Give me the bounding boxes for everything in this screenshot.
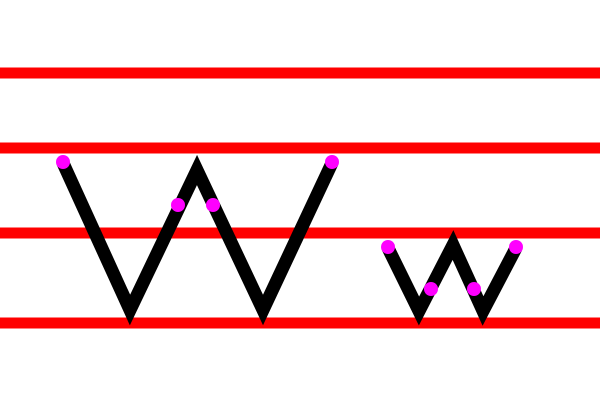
lowercase-w-stroke-point-right xyxy=(467,282,481,296)
uppercase-w-stroke-point-right xyxy=(206,198,220,212)
lowercase-w-start-point xyxy=(381,240,395,254)
uppercase-w-stroke-point-left xyxy=(171,198,185,212)
lowercase-w-stroke-point-left xyxy=(424,282,438,296)
uppercase-w-start-point xyxy=(56,155,70,169)
uppercase-w-end-point xyxy=(325,155,339,169)
lowercase-w-letter xyxy=(381,230,523,326)
lowercase-w-stroke xyxy=(381,230,523,326)
uppercase-w-letter xyxy=(56,154,339,326)
uppercase-w-stroke xyxy=(56,154,339,326)
lowercase-w-end-point xyxy=(509,240,523,254)
